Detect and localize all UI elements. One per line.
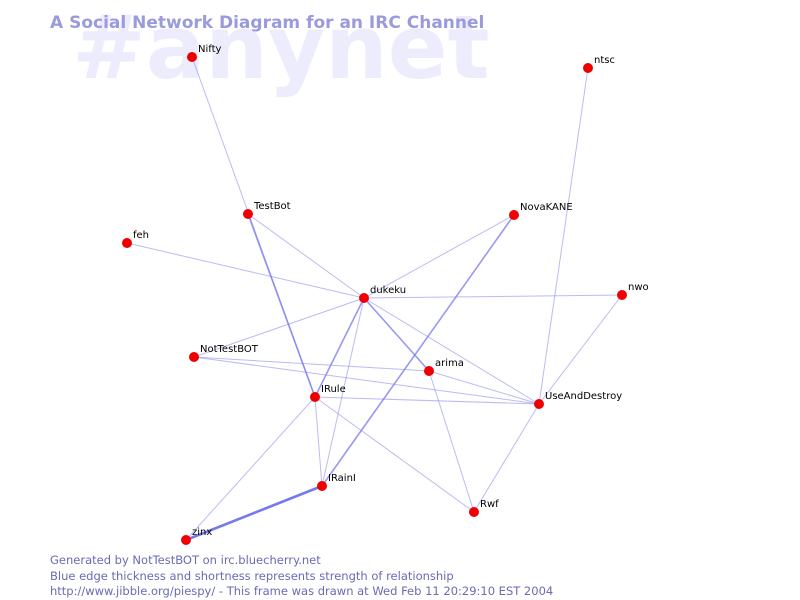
footer-timestamp: http://www.jibble.org/piespy/ - This fra… bbox=[50, 584, 553, 598]
node-label: NotTestBOT bbox=[200, 344, 259, 355]
node-dot bbox=[617, 290, 627, 300]
node-nottestbot[interactable]: NotTestBOT bbox=[189, 344, 259, 362]
edge-testbot-irule bbox=[247, 213, 316, 398]
edge-arima-useanddestroy bbox=[428, 370, 540, 405]
node-label: nwo bbox=[628, 282, 649, 293]
edge-nottestbot-useanddestroy bbox=[193, 356, 540, 405]
node-dot bbox=[243, 209, 253, 219]
edge-dukeku-nottestbot bbox=[193, 297, 365, 358]
footer-legend-note: Blue edge thickness and shortness repres… bbox=[50, 569, 454, 583]
edge-testbot-dukeku bbox=[247, 213, 365, 299]
node-dot bbox=[424, 366, 434, 376]
edge-dukeku-iraini bbox=[321, 297, 365, 487]
node-testbot[interactable]: TestBot bbox=[243, 201, 291, 219]
node-dot bbox=[317, 481, 327, 491]
edge-dukeku-nwo bbox=[363, 294, 623, 299]
edge-novakane-iraini bbox=[321, 214, 515, 487]
node-ntsc[interactable]: ntsc bbox=[583, 55, 615, 73]
edge-irule-useanddestroy bbox=[314, 396, 540, 405]
node-iraini[interactable]: IRainI bbox=[317, 473, 356, 491]
edge-novakane-dukeku bbox=[363, 214, 515, 299]
edge-irule-zinx bbox=[185, 396, 316, 541]
node-label: arima bbox=[435, 358, 464, 369]
footer-generated-by: Generated by NotTestBOT on irc.bluecherr… bbox=[50, 553, 321, 567]
node-nwo[interactable]: nwo bbox=[617, 282, 649, 300]
edge-arima-rwf bbox=[428, 370, 475, 513]
node-label: Nifty bbox=[198, 44, 222, 55]
node-rwf[interactable]: Rwf bbox=[469, 499, 499, 517]
node-label: NovaKANE bbox=[520, 202, 573, 213]
channel-watermark: #anynet bbox=[72, 0, 490, 99]
node-dot bbox=[310, 392, 320, 402]
node-nifty[interactable]: Nifty bbox=[187, 44, 222, 62]
node-useanddestroy[interactable]: UseAndDestroy bbox=[534, 391, 622, 409]
node-dot bbox=[469, 507, 479, 517]
edge-dukeku-useanddestroy bbox=[363, 297, 540, 405]
node-dot bbox=[583, 63, 593, 73]
node-dot bbox=[359, 293, 369, 303]
edge-dukeku-arima bbox=[363, 297, 430, 372]
node-arima[interactable]: arima bbox=[424, 358, 464, 376]
node-label: dukeku bbox=[370, 285, 406, 296]
edge-nottestbot-arima bbox=[193, 356, 430, 372]
node-dot bbox=[509, 210, 519, 220]
node-label: Rwf bbox=[480, 499, 499, 510]
node-feh[interactable]: feh bbox=[122, 230, 149, 248]
node-label: IRule bbox=[321, 384, 346, 395]
edge-dukeku-irule bbox=[314, 297, 365, 398]
node-label: UseAndDestroy bbox=[545, 391, 622, 402]
node-dot bbox=[189, 352, 199, 362]
edge-ntsc-useanddestroy bbox=[538, 67, 589, 405]
edge-irule-iraini bbox=[314, 396, 323, 487]
node-zinx[interactable]: zinx bbox=[181, 527, 212, 545]
node-label: feh bbox=[133, 230, 149, 241]
edge-iraini-zinx bbox=[185, 484, 323, 542]
edge-feh-dukeku bbox=[126, 242, 365, 299]
node-dot bbox=[534, 399, 544, 409]
edges-layer bbox=[126, 56, 623, 542]
node-novakane[interactable]: NovaKANE bbox=[509, 202, 573, 220]
node-dukeku[interactable]: dukeku bbox=[359, 285, 406, 303]
node-dot bbox=[122, 238, 132, 248]
diagram-title: A Social Network Diagram for an IRC Chan… bbox=[50, 13, 484, 33]
node-dot bbox=[187, 52, 197, 62]
node-dot bbox=[181, 535, 191, 545]
node-label: IRainI bbox=[328, 473, 356, 484]
node-label: zinx bbox=[192, 527, 212, 538]
edge-irule-rwf bbox=[314, 396, 475, 513]
node-irule[interactable]: IRule bbox=[310, 384, 346, 402]
node-label: ntsc bbox=[594, 55, 615, 66]
edge-useanddestroy-rwf bbox=[473, 403, 540, 513]
edge-nwo-useanddestroy bbox=[538, 294, 623, 405]
node-label: TestBot bbox=[253, 201, 291, 212]
